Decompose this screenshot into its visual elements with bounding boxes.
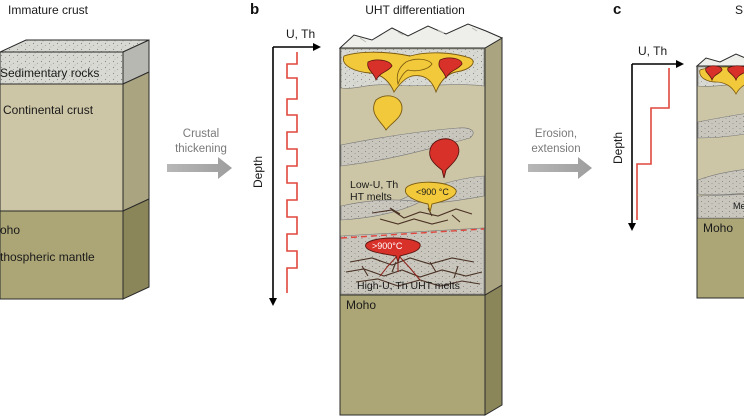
mantle-layer-c [696,217,744,299]
label-ht-melts: HT melts [350,191,392,203]
red-melt-top-2 [438,57,463,80]
panel-b-title: UHT differentiation [365,3,465,17]
panel-a-title: Immature crust [8,3,89,17]
label-moho-c: Moho [703,221,733,235]
sediment-layer [0,51,124,85]
yellow-melt-drop [373,95,403,131]
mantle-layer [0,210,124,300]
label-high-u-th: High-U, Th UHT melts [357,280,460,292]
low-t-melt [404,181,457,213]
u-th-profile-c [636,68,670,220]
label-moho-b: Moho [346,298,376,312]
arrow-ab-line1: Crustal [183,128,219,140]
label-melt-fragment: Me [733,201,744,211]
u-th-profile-b [286,52,298,293]
arrow-bc-line2: extension [531,143,580,155]
mantle-layer-b [339,294,486,416]
graph-b-y-label: Depth [251,156,265,188]
red-melt-c [705,65,723,82]
panel-b-column: Low-U, Th HT melts <900 °C >900°C High-U… [338,23,504,416]
graph-b-x-label: U, Th [286,27,315,41]
right-arrow-icon [167,157,232,179]
high-t-melt [365,237,421,264]
arrow-ab-line2: thickening [175,143,227,155]
panel-b: b UHT differentiation U, Th Depth [250,1,504,416]
label-lithospheric-mantle: thospheric mantle [0,250,95,264]
graph-c-x-label: U, Th [638,44,667,58]
depth-graph-c: U, Th Depth [611,44,684,231]
label-temp-low: <900 °C [416,187,449,197]
panel-b-letter: b [250,1,259,18]
graph-c-y-label: Depth [611,132,625,164]
panel-c-title: S [735,3,743,17]
red-melt-top-1 [367,59,393,82]
panel-a-block [0,39,150,300]
red-melt-drop [429,138,460,179]
label-moho-a: oho [0,223,20,237]
arrow-bc-line1: Erosion, [535,128,577,140]
panel-c-column: Me Moho [695,53,744,299]
panel-c: c S U, Th Depth Me Moho [611,1,744,299]
arrow-crustal-thickening: Crustal thickening [167,128,232,179]
arrow-erosion-extension: Erosion, extension [528,128,592,179]
label-temp-high: >900°C [372,241,403,251]
top-surface-b [338,23,504,49]
depth-graph-b: U, Th Depth [251,27,321,306]
label-low-u-th: Low-U, Th [350,179,398,191]
uht-boundary-line [340,228,485,239]
right-arrow-icon [528,157,592,179]
panel-c-letter: c [613,1,621,18]
panel-a: Immature crust Sedimentary rocks Contine… [0,3,150,300]
label-continental-crust: Continental crust [3,103,94,117]
label-sedimentary-rocks: Sedimentary rocks [0,66,99,80]
